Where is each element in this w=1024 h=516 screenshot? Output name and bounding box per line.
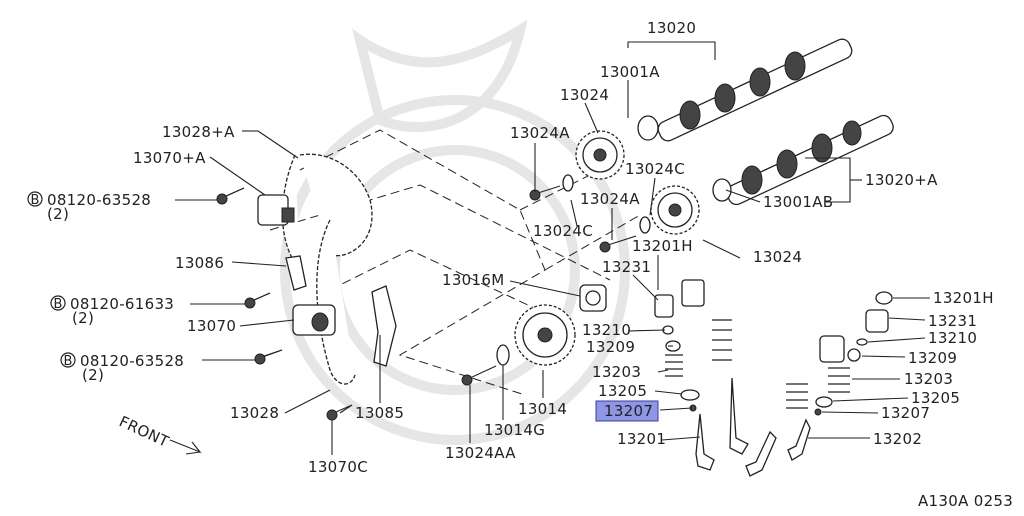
sprocket-13014 xyxy=(514,304,576,366)
washer-13024c-upper xyxy=(562,174,574,192)
label-13001ab[interactable]: 13001AB xyxy=(763,193,833,211)
label-13024-right[interactable]: 13024 xyxy=(753,248,802,266)
label-13209-mid[interactable]: 13209 xyxy=(586,338,635,356)
watermark-logo xyxy=(280,19,630,445)
front-label: FRONT xyxy=(116,412,172,451)
label-13028a[interactable]: 13028+A xyxy=(162,123,235,141)
label-13201-mid[interactable]: 13201 xyxy=(617,430,666,448)
label-13024a-top[interactable]: 13024A xyxy=(510,124,570,142)
label-13024c-right[interactable]: 13024C xyxy=(625,160,685,178)
bolt-13024a-lower xyxy=(599,235,637,253)
guide-13085 xyxy=(371,285,397,367)
label-08120-63528-upper[interactable]: 08120-63528 xyxy=(47,191,151,209)
label-13070a[interactable]: 13070+A xyxy=(133,149,206,167)
label-13203-right[interactable]: 13203 xyxy=(904,370,953,388)
selected-part-highlight xyxy=(595,400,659,422)
label-13070c[interactable]: 13070C xyxy=(308,458,368,476)
slipper-13016m xyxy=(579,284,607,312)
circle-b-marker-3: B xyxy=(60,352,76,369)
label-13207-mid[interactable]: 13207 xyxy=(604,402,653,420)
bolt-08120-63528-upper xyxy=(216,187,245,205)
valve-stack-mid xyxy=(654,279,749,471)
label-13209-right[interactable]: 13209 xyxy=(908,349,957,367)
label-13020[interactable]: 13020 xyxy=(647,19,696,37)
label-13024c-left[interactable]: 13024C xyxy=(533,222,593,240)
label-13210-right[interactable]: 13210 xyxy=(928,329,977,347)
part-labels: 13020 13001A 13024 13024A 13024C 13020+A… xyxy=(47,19,1013,510)
camshaft-13020a xyxy=(712,114,894,206)
label-13201h-right[interactable]: 13201H xyxy=(933,289,994,307)
label-13203-mid[interactable]: 13203 xyxy=(592,363,641,381)
front-arrow-icon: FRONT xyxy=(116,412,202,455)
label-13028[interactable]: 13028 xyxy=(230,404,279,422)
label-qty-upper: (2) xyxy=(47,205,69,223)
camshaft-13020 xyxy=(637,38,853,142)
label-13024a-mid[interactable]: 13024A xyxy=(580,190,640,208)
tensioner-13070 xyxy=(292,304,336,336)
label-13231-mid[interactable]: 13231 xyxy=(602,258,651,276)
sprocket-13024-lower xyxy=(650,185,700,235)
label-13202[interactable]: 13202 xyxy=(873,430,922,448)
label-qty-mid: (2) xyxy=(72,309,94,327)
label-13070[interactable]: 13070 xyxy=(187,317,236,335)
bolt-08120-61633 xyxy=(244,292,271,309)
washer-13024c-lower xyxy=(639,216,651,234)
bolt-13070c xyxy=(326,404,353,421)
label-13231-right[interactable]: 13231 xyxy=(928,312,977,330)
label-08120-61633[interactable]: 08120-61633 xyxy=(70,295,174,313)
assembly-outline xyxy=(269,129,641,396)
label-13014[interactable]: 13014 xyxy=(518,400,567,418)
valve-stack-right xyxy=(745,291,893,477)
label-08120-63528-lower[interactable]: 08120-63528 xyxy=(80,352,184,370)
label-13001a[interactable]: 13001A xyxy=(600,63,660,81)
label-13207-right[interactable]: 13207 xyxy=(881,404,930,422)
sprocket-13024-upper xyxy=(575,130,625,180)
guide-13086 xyxy=(285,255,307,291)
leader-lines xyxy=(175,41,930,455)
label-13085[interactable]: 13085 xyxy=(355,404,404,422)
svg-text:B: B xyxy=(31,193,40,208)
diagram-code: A130A 0253 xyxy=(918,492,1013,510)
circle-b-marker-1: B xyxy=(27,191,43,208)
svg-text:B: B xyxy=(64,354,73,369)
label-13014g[interactable]: 13014G xyxy=(484,421,545,439)
tensioner-13070a xyxy=(257,194,295,226)
label-qty-lower: (2) xyxy=(82,366,104,384)
label-13210-mid[interactable]: 13210 xyxy=(582,321,631,339)
label-13086[interactable]: 13086 xyxy=(175,254,224,272)
circle-b-marker-2: B xyxy=(50,295,66,312)
washer-13014g xyxy=(496,344,510,366)
label-13205-mid[interactable]: 13205 xyxy=(598,382,647,400)
label-13024aa[interactable]: 13024AA xyxy=(445,444,516,462)
label-13024-top[interactable]: 13024 xyxy=(560,86,609,104)
label-13201h-mid[interactable]: 13201H xyxy=(632,237,693,255)
label-13205-right[interactable]: 13205 xyxy=(911,389,960,407)
bolt-13024aa xyxy=(461,365,497,386)
label-13020a[interactable]: 13020+A xyxy=(865,171,938,189)
bolt-08120-63528-lower xyxy=(254,349,283,365)
label-13016m[interactable]: 13016M xyxy=(442,271,504,289)
svg-text:B: B xyxy=(54,297,63,312)
